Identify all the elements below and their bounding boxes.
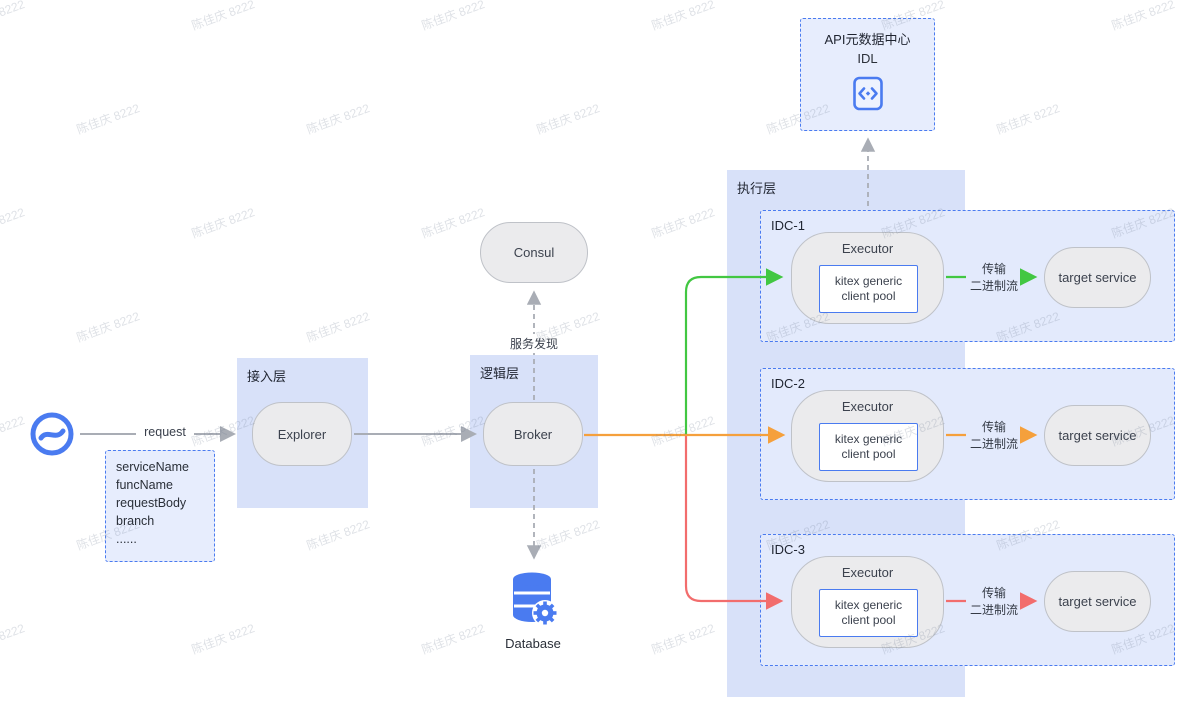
note-line: ...... [116,532,137,546]
executor-label: Executor [841,565,894,580]
target-service-node: target service [1044,405,1151,466]
database-label: Database [505,636,561,651]
consul-node: Consul [480,222,588,283]
idc-2-box: IDC-2 Executor kitex generic client pool… [760,368,1175,500]
target-service-node: target service [1044,247,1151,308]
request-fields-note: serviceName funcName requestBody branch … [105,450,215,562]
transfer-label: 传输 二进制流 [969,586,1018,617]
idc-1-label: IDC-1 [771,218,805,233]
executor-layer-label: 执行层 [737,181,777,196]
idc-2-label: IDC-2 [771,376,805,391]
transfer-label: 传输 二进制流 [969,262,1018,293]
request-label: request [136,424,194,440]
kitex-generic-client-pool-node: kitex generic client pool [819,423,918,471]
service-discovery-label: 服务发现 [502,334,566,353]
arrow-broker-idc1 [684,268,784,434]
idc-1-box: IDC-1 Executor kitex generic client pool… [760,210,1175,342]
target-service-node: target service [1044,571,1151,632]
note-line: serviceName [116,460,189,474]
executor-label: Executor [841,399,894,414]
transfer-label: 传输 二进制流 [969,420,1018,451]
idl-file-icon [851,75,885,113]
note-line: funcName [116,478,173,492]
logic-layer-label: 逻辑层 [480,366,520,381]
kitex-generic-client-pool-node: kitex generic client pool [819,265,918,313]
note-line: requestBody [116,496,187,510]
arrow-broker-idc3 [684,436,784,610]
kitex-generic-client-pool-node: kitex generic client pool [819,589,918,637]
client-browser-icon [28,410,76,458]
api-center-title: API元数据中心 [824,32,911,47]
idc-3-box: IDC-3 Executor kitex generic client pool… [760,534,1175,666]
executor-label: Executor [841,241,894,256]
api-metadata-center-box: API元数据中心 IDL [800,18,935,131]
note-line: branch [116,514,155,528]
idc-2-executor-node: Executor kitex generic client pool [791,390,944,482]
explorer-node: Explorer [252,402,352,466]
access-layer-label: 接入层 [247,369,287,384]
idc-3-executor-node: Executor kitex generic client pool [791,556,944,648]
idc-3-label: IDC-3 [771,542,805,557]
broker-node: Broker [483,402,583,466]
idl-label: IDL [857,51,878,66]
database-icon [505,568,561,628]
idc-1-executor-node: Executor kitex generic client pool [791,232,944,324]
